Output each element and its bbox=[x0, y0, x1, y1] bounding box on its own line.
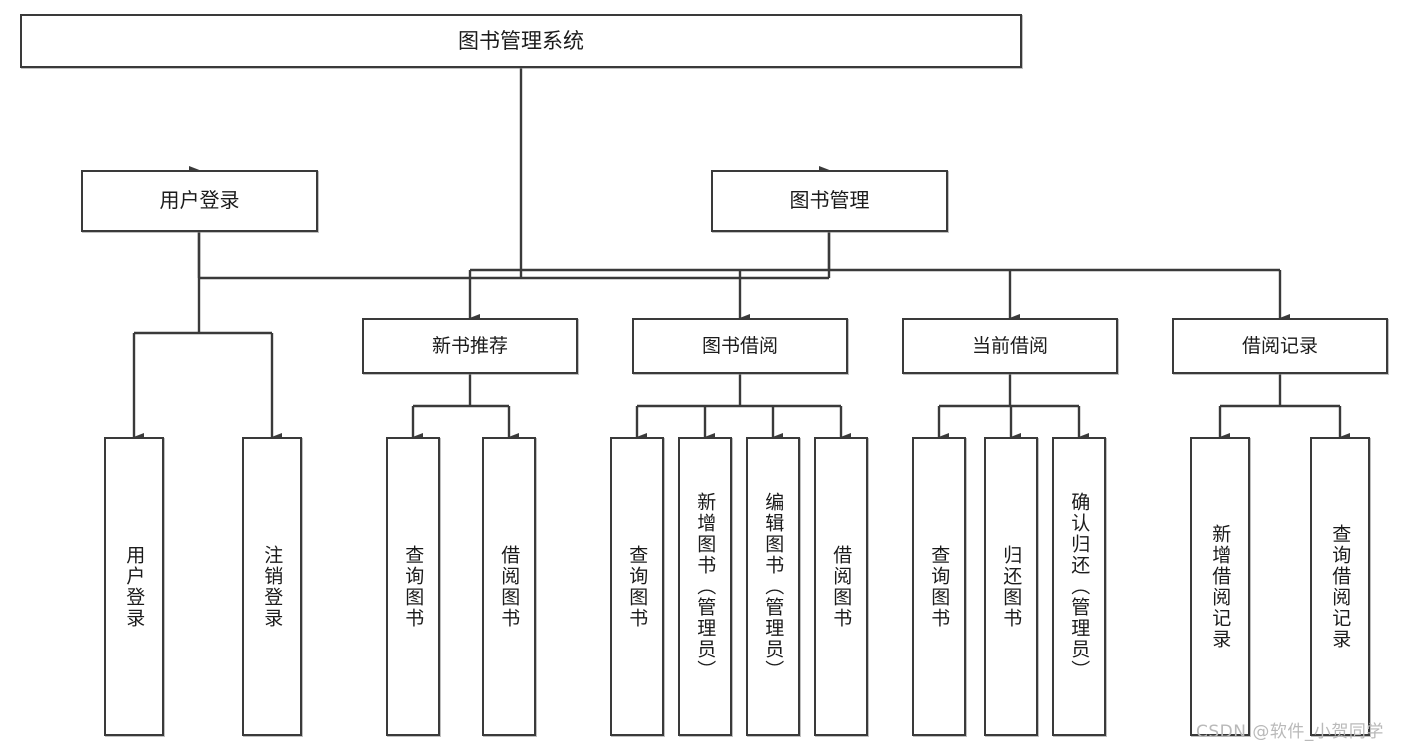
node-label: 查询图书 bbox=[928, 544, 951, 629]
node-leaf_c_query[interactable]: 查询图书 bbox=[912, 437, 966, 736]
node-leaf_b_query[interactable]: 查询图书 bbox=[610, 437, 664, 736]
node-label: 归还图书 bbox=[1000, 544, 1023, 629]
node-label: 图书借阅 bbox=[701, 334, 778, 357]
node-leaf_b_edit[interactable]: 编辑图书（管理员） bbox=[746, 437, 800, 736]
node-leaf_b_borrow[interactable]: 借阅图书 bbox=[814, 437, 868, 736]
node-label: 用户登录 bbox=[123, 544, 146, 629]
node-label: 查询图书 bbox=[402, 544, 425, 629]
node-label: 借阅图书 bbox=[498, 544, 521, 629]
node-book_manage[interactable]: 图书管理 bbox=[711, 170, 948, 232]
node-label: 图书管理 bbox=[789, 188, 870, 213]
node-leaf_r_query[interactable]: 查询借阅记录 bbox=[1310, 437, 1370, 736]
node-label: 图书管理系统 bbox=[458, 28, 584, 53]
node-label: 新书推荐 bbox=[431, 334, 508, 357]
node-label: 确认归还（管理员） bbox=[1068, 492, 1091, 681]
node-leaf_logout[interactable]: 注销登录 bbox=[242, 437, 302, 736]
node-leaf_nb_borrow[interactable]: 借阅图书 bbox=[482, 437, 536, 736]
node-new_book[interactable]: 新书推荐 bbox=[362, 318, 578, 374]
node-label: 借阅记录 bbox=[1241, 334, 1318, 357]
node-label: 新增借阅记录 bbox=[1209, 523, 1232, 650]
node-label: 借阅图书 bbox=[830, 544, 853, 629]
node-user_login[interactable]: 用户登录 bbox=[81, 170, 318, 232]
node-leaf_c_return[interactable]: 归还图书 bbox=[984, 437, 1038, 736]
node-leaf_nb_query[interactable]: 查询图书 bbox=[386, 437, 440, 736]
node-records[interactable]: 借阅记录 bbox=[1172, 318, 1388, 374]
node-label: 用户登录 bbox=[159, 188, 240, 213]
node-leaf_r_add[interactable]: 新增借阅记录 bbox=[1190, 437, 1250, 736]
node-leaf_b_add[interactable]: 新增图书（管理员） bbox=[678, 437, 732, 736]
node-leaf_c_confirm[interactable]: 确认归还（管理员） bbox=[1052, 437, 1106, 736]
node-label: 查询图书 bbox=[626, 544, 649, 629]
watermark-text: CSDN @软件_小贺同学 bbox=[1196, 722, 1384, 742]
node-label: 当前借阅 bbox=[971, 334, 1048, 357]
node-leaf_login[interactable]: 用户登录 bbox=[104, 437, 164, 736]
node-borrow[interactable]: 图书借阅 bbox=[632, 318, 848, 374]
node-root[interactable]: 图书管理系统 bbox=[20, 14, 1022, 68]
node-label: 注销登录 bbox=[261, 544, 284, 629]
node-current[interactable]: 当前借阅 bbox=[902, 318, 1118, 374]
node-label: 编辑图书（管理员） bbox=[762, 492, 785, 681]
node-label: 查询借阅记录 bbox=[1329, 523, 1352, 650]
tree-edges bbox=[132, 68, 1351, 442]
node-label: 新增图书（管理员） bbox=[694, 492, 717, 681]
